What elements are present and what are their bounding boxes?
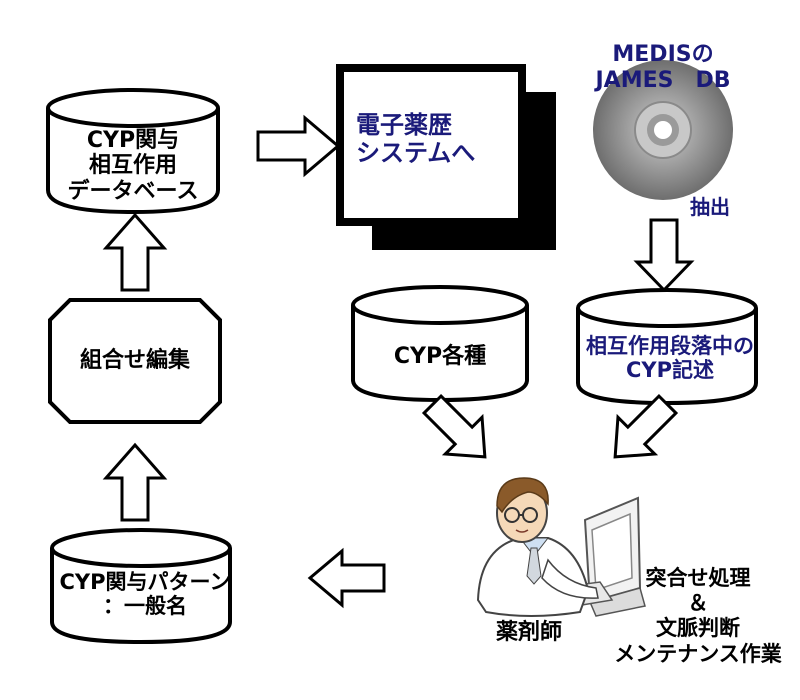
interaction-paragraph-label: 相互作用段落中の CYP記述 [570, 334, 770, 382]
cyp-types-label: CYP各種 [393, 344, 487, 369]
arrow-paragraph-to-pharmacist [613, 393, 679, 459]
db-line-2: 相互作用 [88, 153, 177, 179]
tasks-line-1: 突合せ処理 [645, 566, 751, 590]
paragraph-line-1: 相互作用段落中の [586, 334, 754, 358]
medis-line-1: MEDISの [612, 42, 714, 67]
combination-edit-box [48, 298, 222, 424]
cyp-interaction-db-cylinder [46, 88, 220, 215]
pharmacist-illustration [476, 477, 646, 617]
extract-label: 抽出 [690, 195, 730, 219]
pattern-line-2: ：一般名 [103, 594, 187, 619]
cyp-pattern-label: CYP関与パターン ：一般名 [40, 570, 250, 618]
ehr-line-1: 電子薬歴 [356, 111, 452, 139]
combination-edit-label: 組合せ編集 [79, 348, 190, 373]
ehr-system-box [336, 64, 556, 250]
ehr-system-label: 電子薬歴 システムへ [356, 111, 476, 167]
arrow-cyp-types-to-pharmacist [421, 393, 487, 459]
cyp-interaction-db-label: CYP関与 相互作用 データベース [48, 128, 218, 204]
db-line-1: CYP関与 [86, 128, 180, 153]
arrow-pharmacist-to-pattern [307, 547, 386, 609]
arrow-pattern-to-edit [102, 442, 168, 522]
arrow-edit-to-db [102, 212, 168, 292]
medis-disc-title: MEDISの JAMES DB [583, 42, 743, 95]
db-line-3: データベース [67, 178, 199, 204]
paragraph-line-2: CYP記述 [625, 358, 714, 383]
pharmacist-tasks-label: 突合せ処理 ＆ 文脈判断 メンテナンス作業 [598, 566, 798, 667]
pattern-line-1: CYP関与パターン [59, 570, 231, 594]
medis-line-2: JAMES DB [595, 68, 731, 94]
arrow-disc-to-paragraph [633, 218, 695, 293]
pharmacist-label: 薬剤師 [496, 620, 563, 645]
arrow-db-to-ehr [256, 114, 341, 178]
tasks-line-2: ＆ [687, 591, 709, 616]
interaction-paragraph-cylinder [576, 288, 758, 406]
tasks-line-4: メンテナンス作業 [614, 641, 782, 666]
medis-cd-icon [593, 60, 733, 200]
cyp-pattern-cylinder [50, 528, 232, 645]
ehr-line-2: システムへ [356, 138, 476, 167]
tasks-line-3: 文脈判断 [656, 616, 740, 641]
